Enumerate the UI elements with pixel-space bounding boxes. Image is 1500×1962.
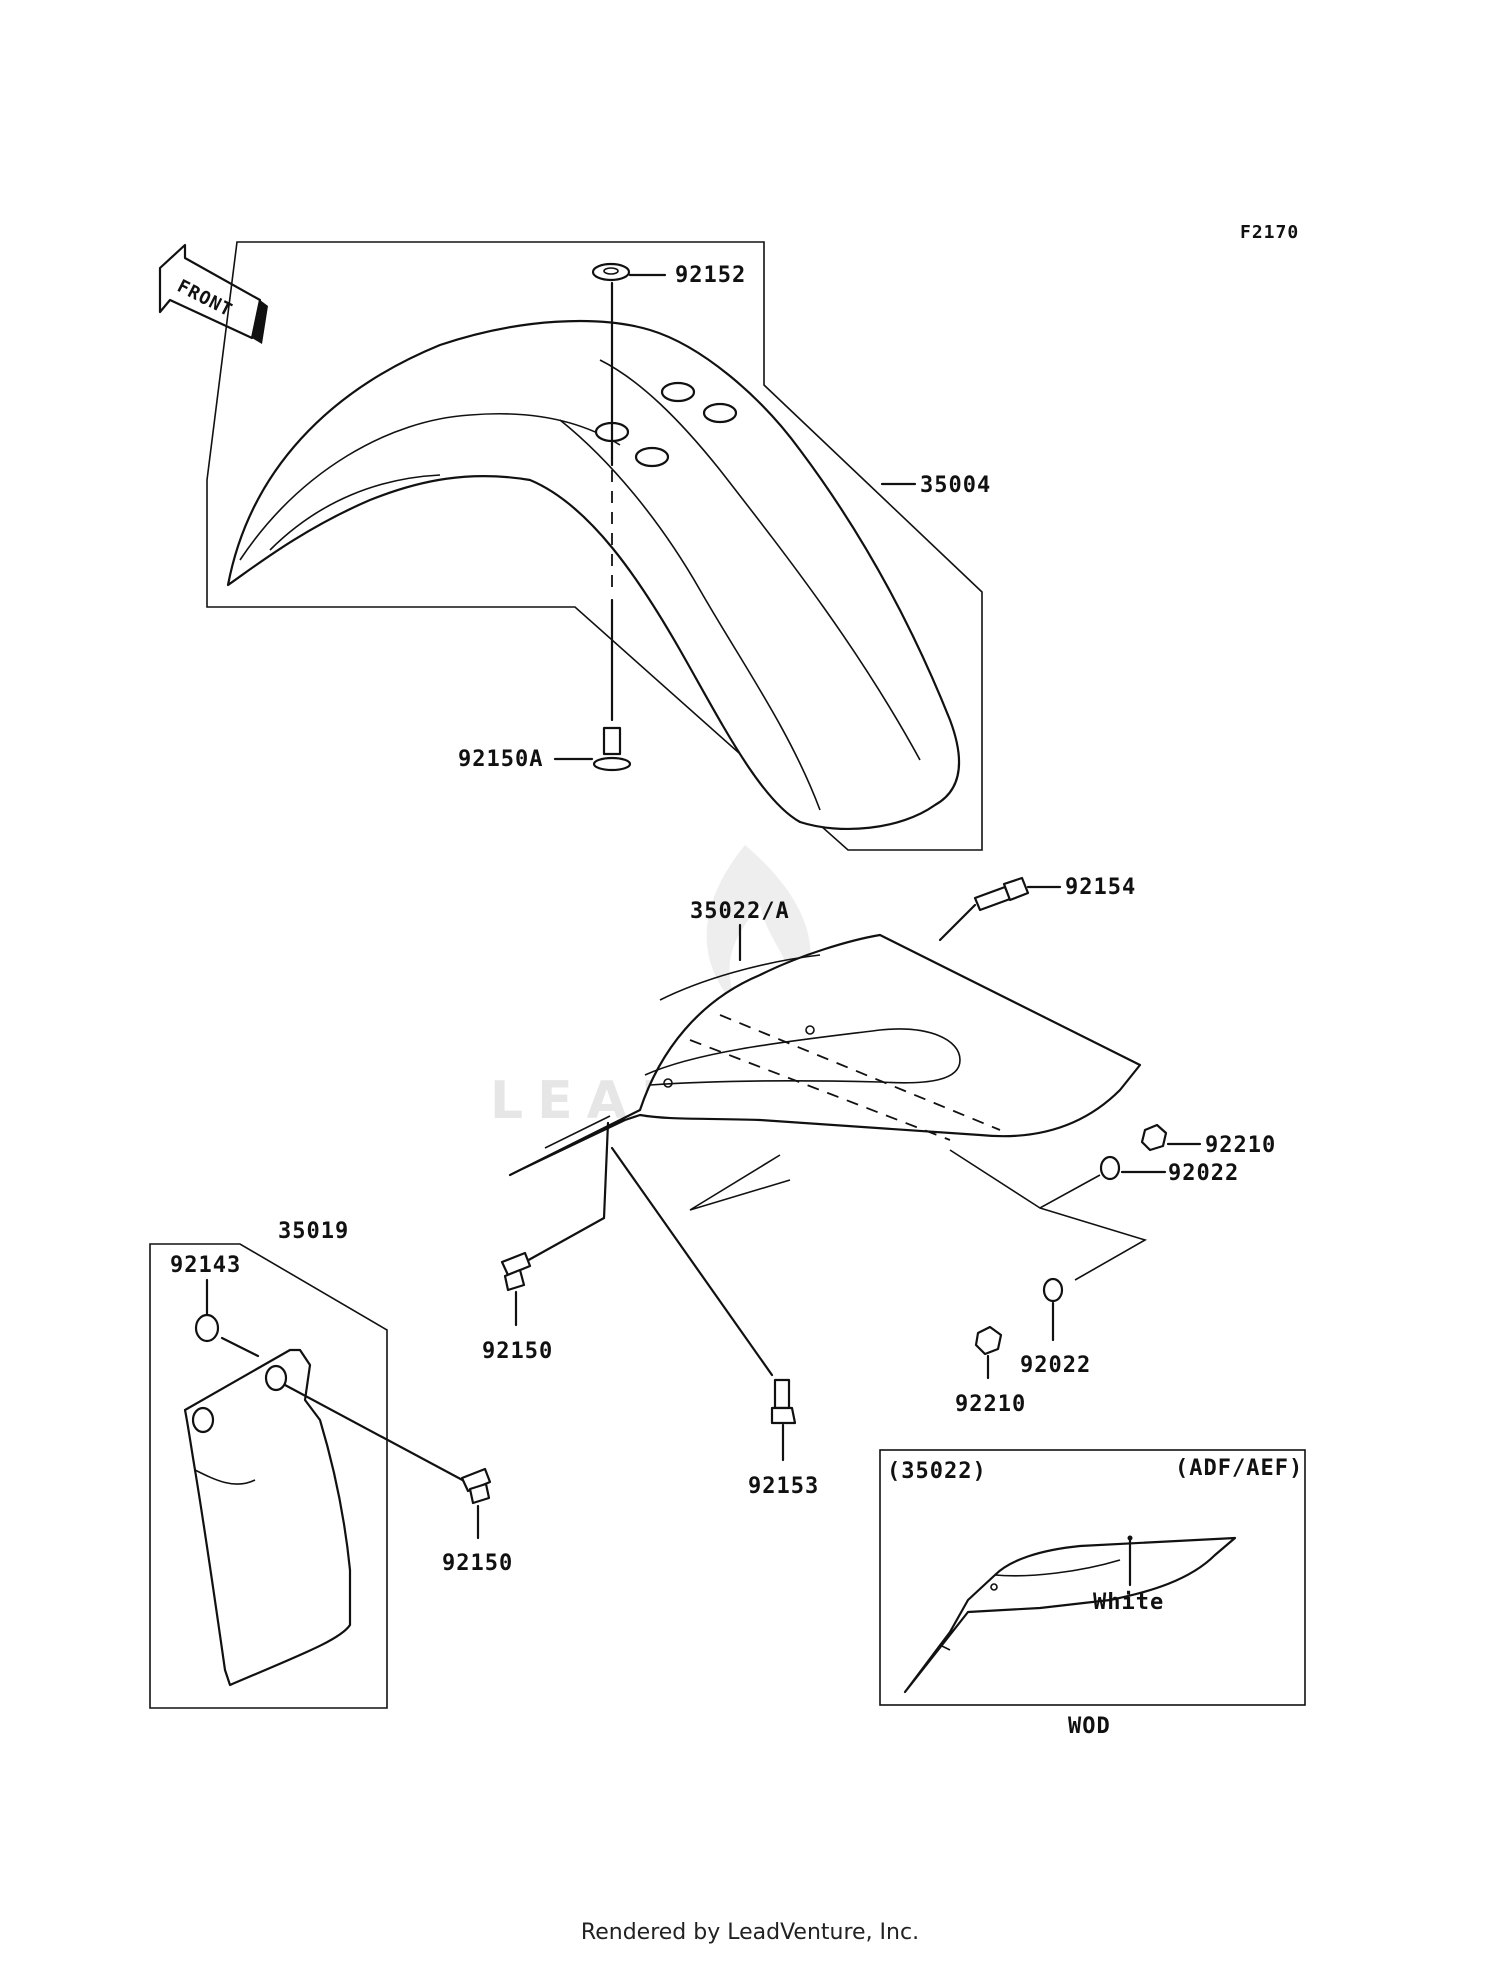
label-35004: 35004 [920, 473, 991, 498]
grommet-92152 [591, 262, 631, 282]
label-35019: 35019 [278, 1219, 349, 1244]
label-92150-mid: 92150 [482, 1339, 553, 1364]
front-arrow-icon: FRONT [158, 243, 268, 344]
mud-flap [183, 1348, 352, 1687]
label-35022A: 35022/A [690, 899, 790, 924]
label-92150A: 92150A [458, 747, 543, 772]
diagram-code: F2170 [1240, 222, 1299, 243]
inset-panel: (35022) (ADF/AEF) White [879, 1449, 1306, 1706]
bolt-92150-left [460, 1467, 492, 1505]
label-92153: 92153 [748, 1474, 819, 1499]
nut-92210-right [1140, 1123, 1168, 1152]
washer-92022-right [1099, 1155, 1121, 1181]
label-92210-right: 92210 [1205, 1133, 1276, 1158]
bolt-92154 [973, 876, 1030, 912]
bolt-92153 [770, 1378, 797, 1425]
rear-fender-inset [903, 1535, 1237, 1694]
label-92143: 92143 [170, 1253, 241, 1278]
bolt-92150-mid [500, 1251, 532, 1292]
mud-flap-group-outline [149, 1243, 388, 1709]
label-92154: 92154 [1065, 875, 1136, 900]
label-92210-lower: 92210 [955, 1392, 1026, 1417]
label-92152: 92152 [675, 263, 746, 288]
label-92150-left: 92150 [442, 1551, 513, 1576]
nut-92210-lower [974, 1325, 1003, 1356]
label-92022-lower: 92022 [1020, 1353, 1091, 1378]
front-fender-group-outline [206, 241, 983, 851]
washer-92022-lower [1042, 1277, 1064, 1303]
front-fender [226, 319, 961, 830]
inset-part-ref: (35022) [887, 1459, 987, 1484]
inset-color-note: White [1093, 1590, 1164, 1615]
footer-credit: Rendered by LeadVenture, Inc. [580, 1920, 920, 1945]
rear-fender [508, 933, 1142, 1177]
collar-92143 [194, 1313, 220, 1343]
label-92022-right: 92022 [1168, 1161, 1239, 1186]
inset-variant: (ADF/AEF) [1175, 1456, 1303, 1481]
inset-color-code: WOD [1068, 1714, 1111, 1739]
screw-92150A [592, 726, 632, 772]
